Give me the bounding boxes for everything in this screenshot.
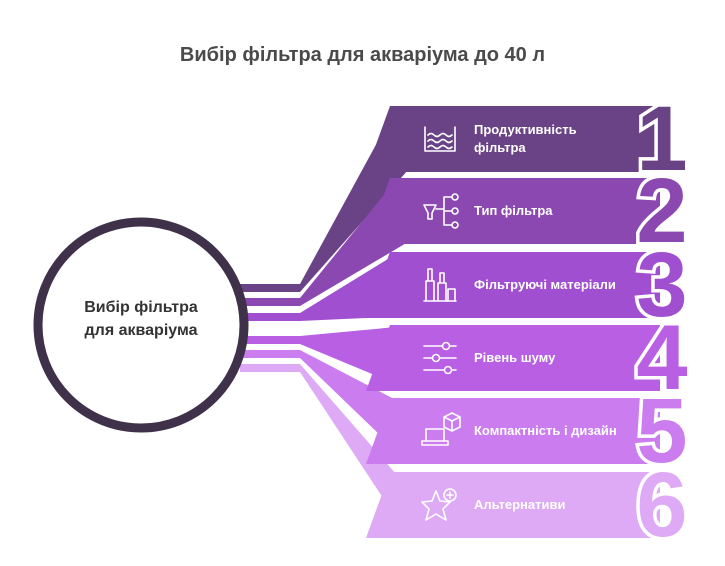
- filter-tree-icon: [423, 193, 459, 229]
- item-label-1: Продуктивність фільтра: [474, 121, 644, 157]
- item-label-line-1: Компактність і дизайн: [474, 423, 617, 438]
- item-label-line-2: фільтра: [474, 140, 526, 155]
- band-4: [366, 325, 630, 391]
- connector-4: [240, 327, 408, 389]
- step-number-5: 5: [636, 380, 687, 482]
- item-label-line-1: Альтернативи: [474, 497, 566, 512]
- step-number-2: 2: [636, 160, 687, 262]
- item-label-line-1: Тип фільтра: [474, 203, 553, 218]
- item-label-6: Альтернативи: [474, 496, 644, 514]
- item-label-5: Компактність і дизайн: [474, 422, 644, 440]
- page-title: Вибір фільтра для акваріума до 40 л: [179, 44, 546, 66]
- band-1: [366, 106, 630, 172]
- item-label-4: Рівень шуму: [474, 349, 644, 367]
- item-label-line-1: Фільтруючі матеріали: [474, 277, 616, 292]
- laptop-box-icon: [421, 412, 461, 446]
- band-2: [366, 178, 630, 244]
- star-plus-icon: [421, 488, 457, 521]
- connector-5: [240, 350, 408, 462]
- band-tail-1: [620, 106, 660, 172]
- item-label-3: Фільтруючі матеріали: [474, 276, 644, 294]
- band-tail-2: [620, 178, 660, 244]
- item-label-2: Тип фільтра: [474, 202, 644, 220]
- band-tail-4: [620, 325, 660, 391]
- center-ring: [33, 217, 249, 433]
- center-label-line-2: для акваріума: [84, 322, 198, 339]
- center-label: Вибір фільтра для акваріума: [58, 296, 224, 342]
- item-label-line-1: Рівень шуму: [474, 350, 556, 365]
- band-tail-6: [620, 472, 660, 538]
- center-label-line-1: Вибір фільтра: [84, 299, 198, 316]
- band-tail-3: [620, 252, 660, 318]
- band-5: [366, 398, 630, 464]
- water-waves-icon: [424, 126, 456, 152]
- step-number-1: 1: [636, 88, 687, 190]
- band-tail-5: [620, 398, 660, 464]
- step-number-3: 3: [636, 234, 687, 336]
- item-label-line-1: Продуктивність: [474, 122, 577, 137]
- step-number-6: 6: [636, 454, 687, 556]
- connector-3: [240, 254, 408, 321]
- sliders-icon: [423, 341, 457, 375]
- step-number-4: 4: [636, 307, 687, 409]
- band-6: [366, 472, 630, 538]
- factory-icon: [423, 268, 457, 302]
